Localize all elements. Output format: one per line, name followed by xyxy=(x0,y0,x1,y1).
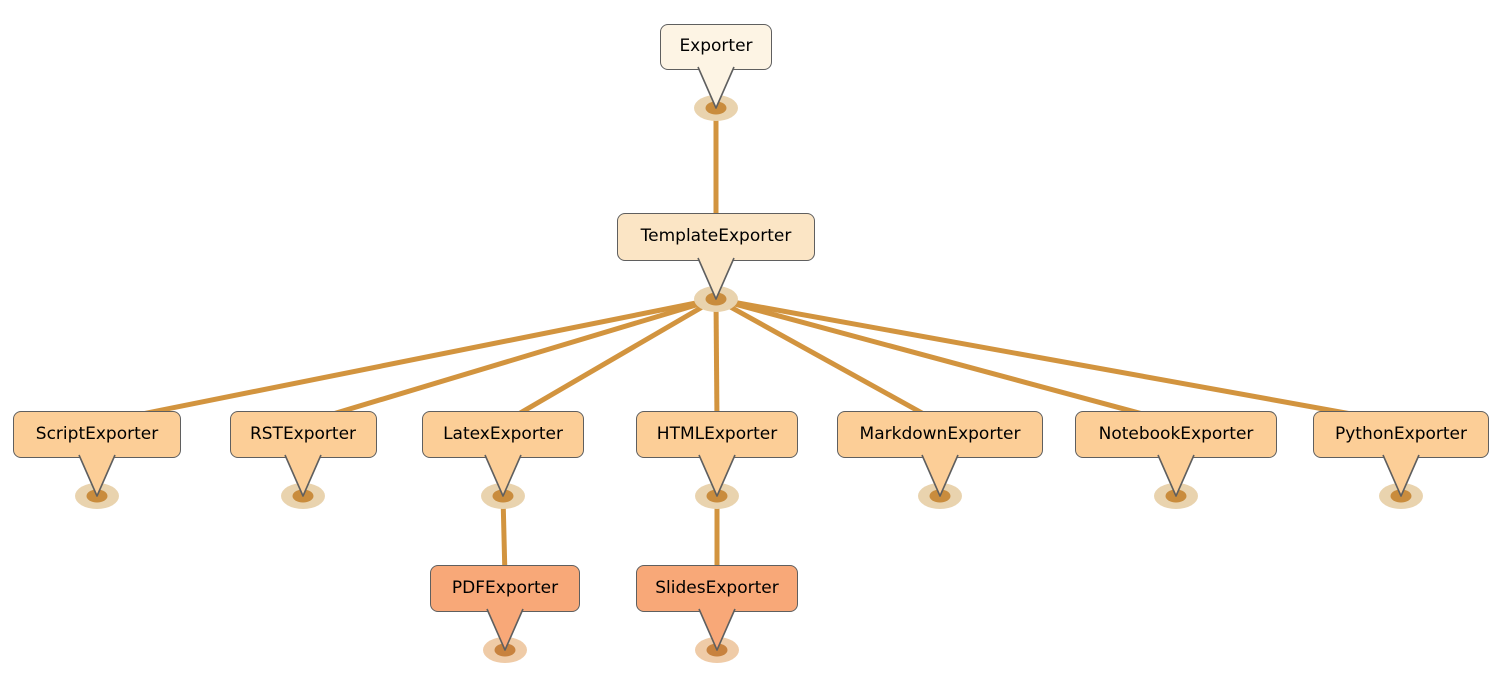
connector-dot-inner xyxy=(705,101,727,115)
node-label-latex-exporter: LatexExporter xyxy=(443,423,563,444)
node-markdown-exporter: MarkdownExporter xyxy=(837,411,1043,498)
connector-dot-inner xyxy=(706,643,728,657)
connector-dot-inner xyxy=(1165,489,1187,503)
node-html-exporter: HTMLExporter xyxy=(636,411,798,498)
connector-dot-inner xyxy=(1390,489,1412,503)
node-rst-exporter: RSTExporter xyxy=(229,411,377,498)
node-pdf-exporter: PDFExporter xyxy=(430,565,580,652)
node-label-slides-exporter: SlidesExporter xyxy=(655,577,779,598)
inheritance-edge xyxy=(713,298,720,424)
connector-dot-inner xyxy=(86,489,108,503)
node-label-html-exporter: HTMLExporter xyxy=(656,423,778,444)
node-label-script-exporter: ScriptExporter xyxy=(35,423,159,444)
connector-dot-inner xyxy=(705,292,727,306)
inheritance-edge xyxy=(302,296,717,426)
connector-dot-inner xyxy=(492,489,514,503)
node-notebook-exporter: NotebookExporter xyxy=(1075,411,1277,498)
inheritance-edge xyxy=(714,296,942,426)
node-exporter: Exporter xyxy=(660,24,772,110)
node-latex-exporter: LatexExporter xyxy=(422,411,584,498)
node-label-markdown-exporter: MarkdownExporter xyxy=(859,423,1021,444)
node-slides-exporter: SlidesExporter xyxy=(636,565,798,652)
inheritance-edge xyxy=(500,495,508,578)
inheritance-edge xyxy=(501,296,718,426)
connector-dot-inner xyxy=(929,489,951,503)
inheritance-edge xyxy=(715,296,1177,426)
node-label-notebook-exporter: NotebookExporter xyxy=(1098,423,1254,444)
connector-dot-inner xyxy=(292,489,314,503)
inheritance-edge xyxy=(715,296,1402,426)
node-label-pdf-exporter: PDFExporter xyxy=(451,577,559,598)
connector-dot-inner xyxy=(706,489,728,503)
node-template-exporter: TemplateExporter xyxy=(617,213,815,301)
node-label-rst-exporter: RSTExporter xyxy=(249,423,357,444)
node-label-template-exporter: TemplateExporter xyxy=(640,226,792,246)
inheritance-edge xyxy=(96,296,717,426)
connector-dot-inner xyxy=(494,643,516,657)
node-script-exporter: ScriptExporter xyxy=(13,411,181,498)
node-label-python-exporter: PythonExporter xyxy=(1334,423,1468,444)
node-label-exporter: Exporter xyxy=(679,36,753,56)
node-python-exporter: PythonExporter xyxy=(1313,411,1489,498)
